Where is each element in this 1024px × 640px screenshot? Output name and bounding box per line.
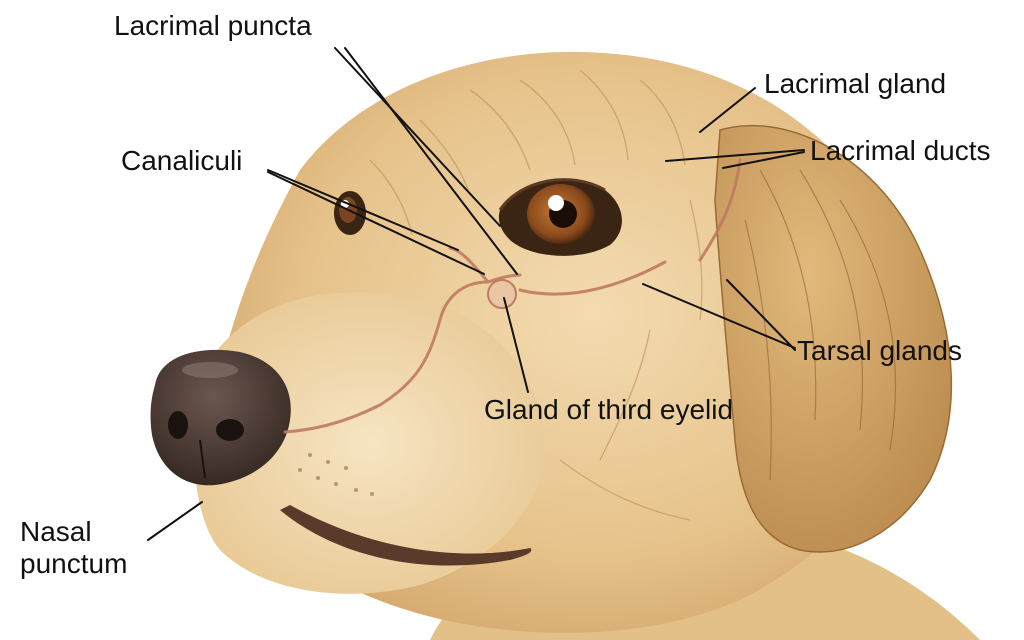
muzzle-shape [193,292,546,594]
label-lacrimal-puncta: Lacrimal puncta [114,10,312,41]
leader-third-eyelid [503,297,529,393]
leader-ducts-1 [665,149,805,162]
label-gland-of-third-eyelid: Gland of third eyelid [484,394,734,425]
far-eye [334,191,366,235]
label-lacrimal-gland: Lacrimal gland [764,68,947,99]
label-tarsal-glands: Tarsal glands [797,335,962,366]
leader-puncta-2 [344,47,518,275]
tarsal-gland-line [518,260,667,296]
nose-shape [150,349,291,486]
leader-lacrimal-gland [699,87,756,133]
lacrimal-duct-channel [698,158,742,262]
near-eye [498,178,622,256]
nostril-left [168,411,188,439]
leader-tarsal-1 [642,283,796,349]
gland-of-third-eyelid-shape [487,279,517,309]
ear-fur [744,169,897,481]
leader-puncta-1 [334,47,501,227]
label-nasal-punctum: Nasal punctum [20,516,128,579]
leader-lines [147,47,805,541]
canaliculus-lower [486,273,522,284]
leader-ducts-2 [722,151,805,169]
leader-tarsal-2 [726,279,796,351]
nostril-right [216,419,244,441]
label-canaliculi: Canaliculi [121,145,243,176]
lacrimal-duct-system [283,158,742,434]
leader-canaliculi-2 [267,171,485,275]
leader-canaliculi-1 [267,169,459,251]
nasolacrimal-duct [283,280,490,434]
whisker-dots [298,453,374,496]
label-lacrimal-ducts: Lacrimal ducts [810,135,991,166]
mouth-line [280,505,532,566]
leader-nasal-punctum [147,501,203,541]
ear-shape [714,125,953,553]
